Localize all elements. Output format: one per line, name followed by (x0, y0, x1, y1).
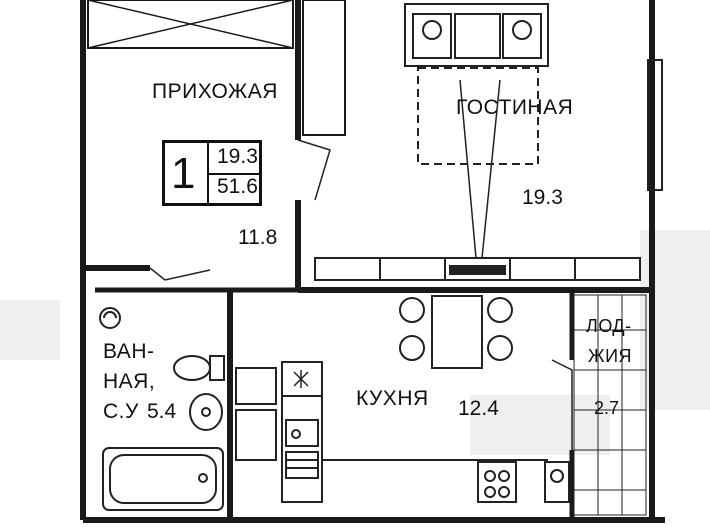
room-name-bathroom-line-3: С.У (103, 400, 139, 423)
room-name-kitchen: КУХНЯ (356, 387, 429, 410)
washer-icon (99, 307, 121, 329)
stove-icon (477, 461, 570, 503)
dining-table-icon (399, 295, 513, 369)
sink-icon (189, 393, 223, 431)
summary-divider (207, 143, 209, 203)
room-name-hallway: ПРИХОЖАЯ (152, 80, 278, 103)
room-name-bathroom-line-1: ВАН- (103, 340, 155, 363)
room-area-loggia: 2.7 (594, 398, 620, 418)
bathtub-icon (102, 447, 224, 511)
tv-stand-icon (314, 257, 641, 281)
walls (80, 0, 665, 523)
room-area-living: 19.3 (522, 186, 563, 209)
toilet-icon (173, 355, 225, 381)
sofa-icon (404, 3, 549, 259)
room-area-kitchen: 12.4 (458, 397, 499, 420)
room-count: 1 (171, 149, 196, 198)
doors (149, 139, 573, 450)
kitchen-counter (281, 361, 548, 503)
fridge-icon (293, 370, 309, 388)
living-area: 19.3 (217, 145, 258, 168)
window (647, 59, 663, 191)
ventilation-shaft (235, 367, 277, 461)
summary-separator (209, 173, 259, 175)
room-name-loggia-line-2: ЖИЯ (588, 346, 633, 366)
room-area-hallway: 11.8 (238, 226, 278, 249)
room-name-loggia-line-1: ЛОД- (586, 316, 632, 336)
room-name-living: ГОСТИНАЯ (456, 96, 574, 119)
total-area: 51.6 (217, 175, 258, 198)
loggia-floor (573, 294, 647, 516)
apartment-summary: 1 19.3 51.6 (162, 140, 262, 206)
room-area-bathroom: 5.4 (147, 400, 177, 423)
room-name-bathroom-line-2: НАЯ, (103, 370, 156, 393)
